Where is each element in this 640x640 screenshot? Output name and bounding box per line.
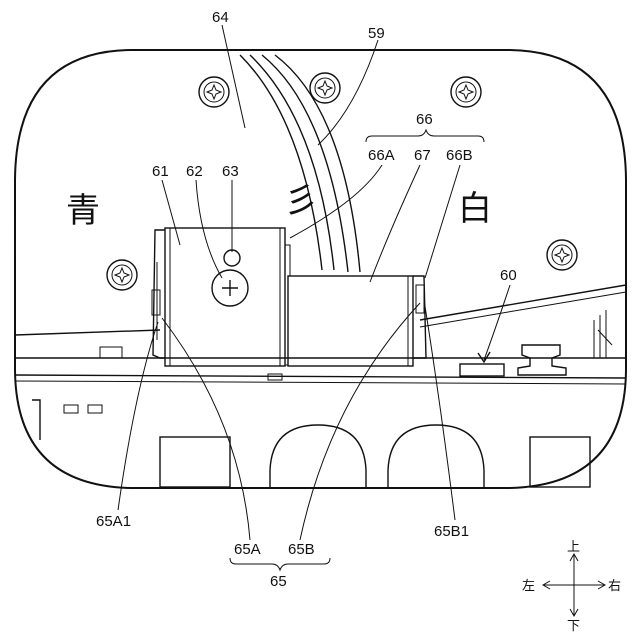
label-59: 59	[368, 25, 385, 42]
leader-64	[222, 25, 245, 128]
lower-arch-right	[388, 425, 484, 488]
screw-top-left	[199, 77, 229, 107]
label-62: 62	[186, 163, 203, 180]
leader-67	[370, 165, 420, 282]
panel-char-right: 白	[458, 189, 492, 229]
screw-top-middle	[310, 73, 340, 103]
leader-62	[196, 180, 222, 278]
label-63: 63	[222, 163, 239, 180]
label-65B: 65B	[288, 541, 315, 558]
label-67: 67	[414, 147, 431, 164]
label-65: 65	[270, 573, 287, 590]
clip-65B-tab	[416, 285, 424, 313]
knob-part	[518, 345, 566, 375]
label-65A: 65A	[234, 541, 261, 558]
bracket-66	[366, 130, 484, 142]
leader-65A1	[118, 322, 158, 510]
label-66A: 66A	[368, 147, 395, 164]
leader-66B	[425, 165, 460, 278]
lower-arch-left	[270, 425, 366, 488]
plate-edge-right-lower	[420, 292, 626, 327]
leader-60-arrow	[478, 352, 490, 362]
left-bracket	[32, 400, 40, 440]
small-part-60	[460, 364, 504, 376]
label-66B: 66B	[446, 147, 473, 164]
right-ridges	[594, 310, 612, 358]
clip-65A	[153, 230, 165, 358]
slot-2	[88, 405, 102, 413]
small-part-left	[100, 347, 122, 358]
label-66: 66	[416, 111, 433, 128]
leader-59	[318, 40, 378, 145]
leader-60	[484, 285, 510, 360]
screw-left	[107, 260, 137, 290]
housing-67	[288, 276, 413, 366]
bracket-65	[230, 558, 330, 570]
direction-down: 下	[567, 618, 580, 633]
label-64: 64	[212, 9, 229, 26]
leader-65B	[300, 303, 420, 540]
panel-char-left: 青	[66, 191, 100, 231]
direction-up: 上	[567, 539, 580, 554]
label-61: 61	[152, 163, 169, 180]
plate-edge-right	[420, 285, 626, 320]
outer-panel-outline	[15, 50, 626, 488]
screw-top-right	[451, 77, 481, 107]
base-rail-shadow	[15, 381, 626, 384]
plate-edge-left	[15, 330, 160, 335]
housing-61	[165, 228, 285, 366]
direction-indicator: 上 下 左 右	[522, 539, 621, 633]
slot-1	[64, 405, 78, 413]
hook-63	[224, 250, 240, 266]
label-65A1: 65A1	[96, 513, 131, 530]
direction-left: 左	[522, 578, 535, 593]
lower-block-left	[160, 437, 230, 487]
leader-65A	[162, 318, 250, 540]
label-60: 60	[500, 267, 517, 284]
panel-char-middle: 彡	[284, 181, 318, 221]
cross-head	[222, 280, 238, 296]
direction-right: 右	[608, 578, 621, 593]
screw-right	[547, 240, 577, 270]
label-65B1: 65B1	[434, 523, 469, 540]
